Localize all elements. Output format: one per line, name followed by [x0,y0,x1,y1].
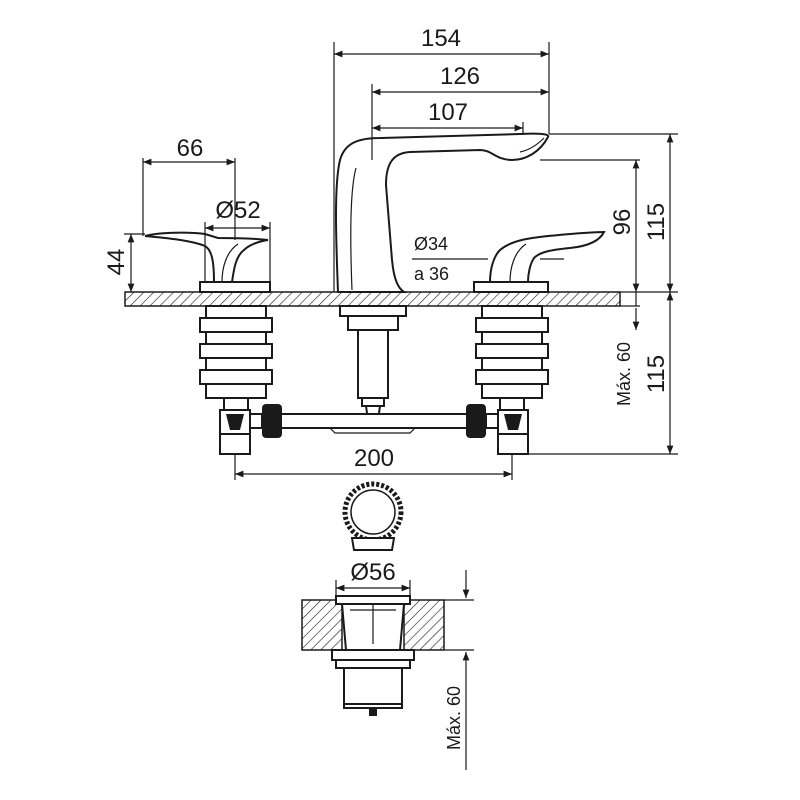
dim-44: 44 [103,249,130,276]
drain-body [331,595,415,716]
countertop-deck [124,291,621,307]
dim-a-36: a 36 [414,264,449,284]
dim-115-lower: 115 [643,355,670,393]
dim-max-60-upper: Máx. 60 [614,342,634,406]
dim-diameter-56: Ø56 [350,559,395,586]
right-handle [473,230,606,293]
right-elbow-fitting [466,404,529,455]
left-valve-body [199,305,273,413]
spout [335,132,550,293]
dim-96: 96 [609,209,636,236]
right-valve-body [475,305,549,413]
connection-pipe [277,413,469,434]
dim-diameter-34: Ø34 [414,234,448,254]
dim-66: 66 [177,135,204,162]
dim-107: 107 [428,99,468,126]
dim-lines-top [124,42,678,480]
dim-diameter-52: Ø52 [215,197,260,224]
dim-max-60-lower: Máx. 60 [444,686,464,750]
drain-cap-top-view [342,481,404,543]
dim-200: 200 [354,445,394,472]
dim-126: 126 [440,63,480,90]
left-handle [144,231,271,293]
left-elbow-fitting [219,404,282,455]
spout-connector [339,305,407,421]
dim-lines-drain [335,570,474,770]
basin-section [301,599,445,651]
dim-154: 154 [421,25,461,52]
drain-seal [350,537,396,551]
dim-115-upper: 115 [643,203,670,241]
